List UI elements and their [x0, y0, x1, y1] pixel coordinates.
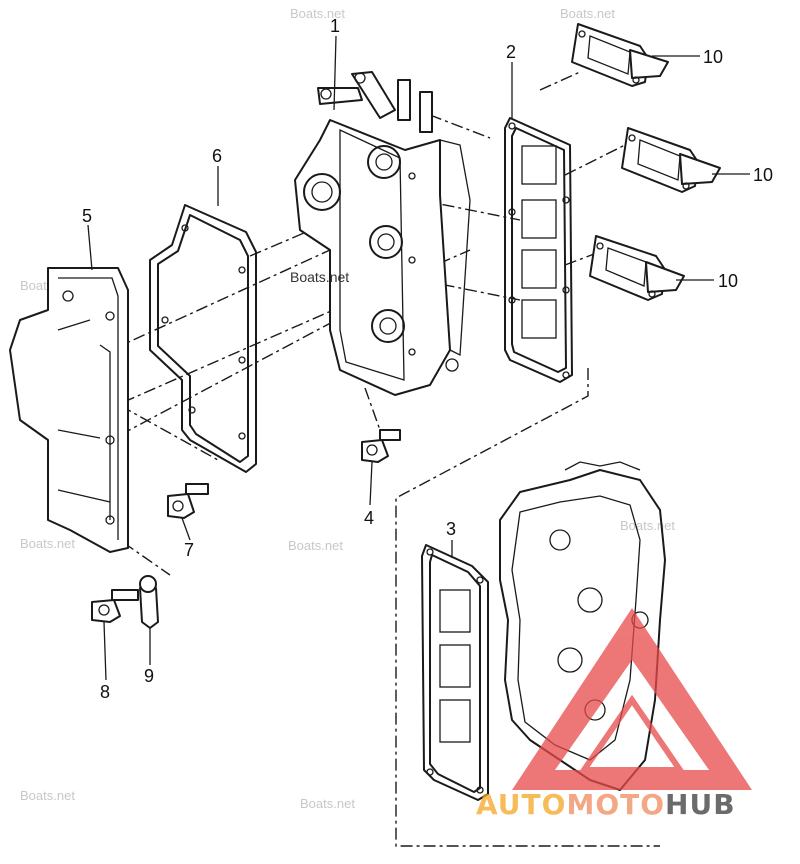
part-8-bolt	[91, 589, 139, 623]
part-3-lower-gasket	[421, 544, 489, 801]
assembly-bracket-line	[395, 368, 660, 847]
part-1-manifold-plate	[294, 71, 471, 396]
part-9-clip	[139, 575, 159, 629]
callout-leaders	[87, 35, 750, 681]
watermark: Boats.net	[290, 6, 345, 21]
part-5-exhaust-cover	[9, 267, 129, 553]
part-10-reed-valve-bottom	[589, 235, 685, 301]
callout-6: 6	[212, 146, 222, 166]
callout-9: 9	[144, 666, 154, 686]
callout-10-middle: 10	[753, 165, 773, 185]
watermark: Boats.net	[620, 518, 675, 533]
callout-10-top: 10	[703, 47, 723, 67]
callout-4: 4	[364, 508, 374, 528]
watermark: Boats.net	[288, 538, 343, 553]
part-2-intake-gasket	[504, 117, 573, 383]
brand-auto: AUTO	[476, 788, 566, 821]
watermark: Boats.net	[20, 788, 75, 803]
brand-moto: MOTO	[566, 788, 665, 821]
brand-hub: HUB	[665, 788, 736, 821]
svg-text:AUTOMOTOHUB: AUTOMOTOHUB	[476, 788, 736, 821]
callout-2: 2	[506, 42, 516, 62]
callout-labels: 1 2 3 4 5 6 7 8 9 10 10 10	[82, 16, 773, 702]
warning-triangle-icon	[512, 608, 752, 790]
watermark: Boats.net	[300, 796, 355, 811]
inner-triangle-icon	[578, 694, 686, 773]
part-6-cover-gasket	[149, 204, 257, 473]
callout-10-bottom: 10	[718, 271, 738, 291]
part-10-reed-valve-top	[571, 23, 669, 87]
callout-5: 5	[82, 206, 92, 226]
callout-3: 3	[446, 519, 456, 539]
part-7-bolt	[167, 483, 209, 519]
callout-1: 1	[330, 16, 340, 36]
watermark: Boats.net	[20, 536, 75, 551]
watermark: Boats.net	[560, 6, 615, 21]
automotohub-logo: AUTOMOTOHUB	[476, 608, 752, 821]
callout-7: 7	[184, 540, 194, 560]
callout-8: 8	[100, 682, 110, 702]
watermark-center: Boats.net	[290, 269, 349, 285]
part-10-reed-valve-middle	[621, 127, 721, 193]
part-4-bolt	[361, 429, 401, 463]
